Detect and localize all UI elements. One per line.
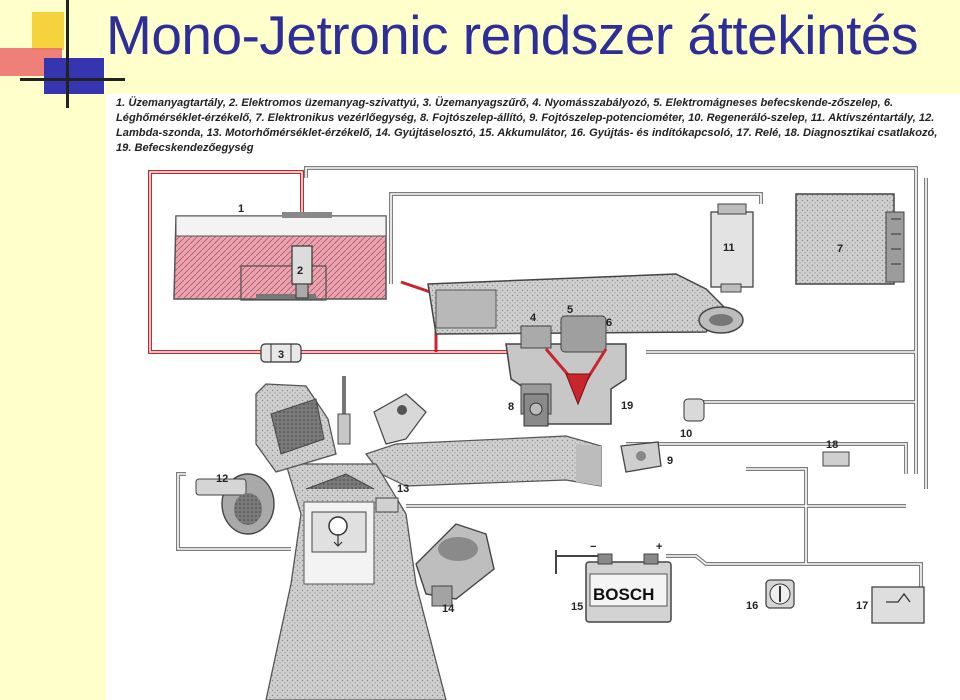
exhaust-manifold [255, 383, 337, 473]
engine-block [265, 463, 447, 700]
battery [585, 553, 672, 623]
slide-title: Mono-Jetronic rendszer áttekintés [106, 4, 918, 66]
label-3: 3 [278, 349, 284, 361]
label-9: 9 [667, 455, 673, 467]
battery-plus: + [656, 541, 662, 553]
engine-temp-sensor [375, 497, 399, 513]
label-16: 16 [746, 600, 758, 612]
battery-minus: − [590, 541, 596, 553]
ignition-switch [765, 579, 795, 609]
label-1: 1 [238, 203, 244, 215]
label-6: 6 [606, 317, 612, 329]
system-diagram-figure: 1 2 3 4 5 6 7 8 9 10 11 12 13 14 15 16 1… [106, 94, 960, 700]
label-5: 5 [567, 304, 573, 316]
slide-logo [0, 0, 125, 108]
battery-brand: BOSCH [593, 585, 654, 604]
fuel-filter [260, 343, 302, 363]
label-17: 17 [856, 600, 868, 612]
ignition-distributor [415, 523, 495, 607]
fuel-pump [291, 245, 313, 299]
air-intake [427, 273, 744, 335]
label-13: 13 [397, 483, 409, 495]
relay [871, 586, 925, 624]
system-diagram: 1 2 3 4 5 6 7 8 9 10 11 12 13 14 15 16 1… [148, 166, 928, 700]
label-19: 19 [621, 400, 633, 412]
spark-plug [337, 376, 351, 445]
throttle-potentiometer [620, 441, 662, 473]
label-18: 18 [826, 439, 838, 451]
component-legend: 1. Üzemanyagtartály, 2. Elektromos üzema… [116, 97, 938, 154]
label-7: 7 [837, 243, 843, 255]
regeneration-valve [683, 398, 705, 422]
label-11: 11 [723, 242, 735, 254]
label-8: 8 [508, 401, 514, 413]
label-15: 15 [571, 601, 583, 613]
valve-actuator [373, 393, 427, 445]
label-10: 10 [680, 428, 692, 440]
label-12: 12 [216, 473, 228, 485]
label-4: 4 [530, 312, 537, 324]
lambda-sensor [195, 473, 275, 535]
throttle-actuator [523, 393, 549, 427]
fuel-tank [173, 212, 387, 301]
electronic-control-unit [795, 193, 905, 285]
intake-manifold [365, 435, 602, 487]
carbon-canister [710, 203, 754, 293]
label-14: 14 [442, 603, 455, 615]
callout-labels: 1 2 3 4 5 6 7 8 9 10 11 12 13 14 15 16 1… [216, 203, 868, 615]
diagnostic-connector [822, 451, 850, 467]
label-2: 2 [297, 265, 303, 277]
